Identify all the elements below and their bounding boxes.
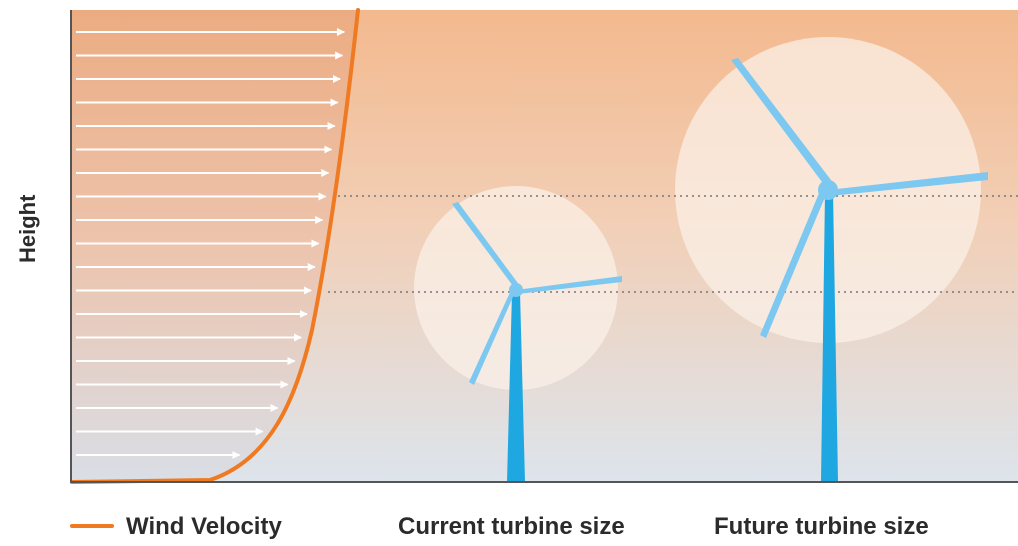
y-axis-label: Height <box>15 194 40 263</box>
velocity-profile-fill <box>70 10 358 482</box>
diagram-canvas <box>70 8 1018 484</box>
wind-arrows <box>76 28 346 459</box>
legend-wind-velocity-label: Wind Velocity <box>126 513 282 540</box>
wind-velocity-curve <box>70 8 360 484</box>
legend-current-turbine: Current turbine size <box>398 513 625 540</box>
legend-line-swatch <box>70 523 114 528</box>
current-turbine-icon <box>452 202 622 482</box>
legend-wind-velocity: Wind Velocity <box>70 512 282 542</box>
future-turbine-icon <box>731 58 988 482</box>
legend-future-turbine: Future turbine size <box>714 513 929 540</box>
